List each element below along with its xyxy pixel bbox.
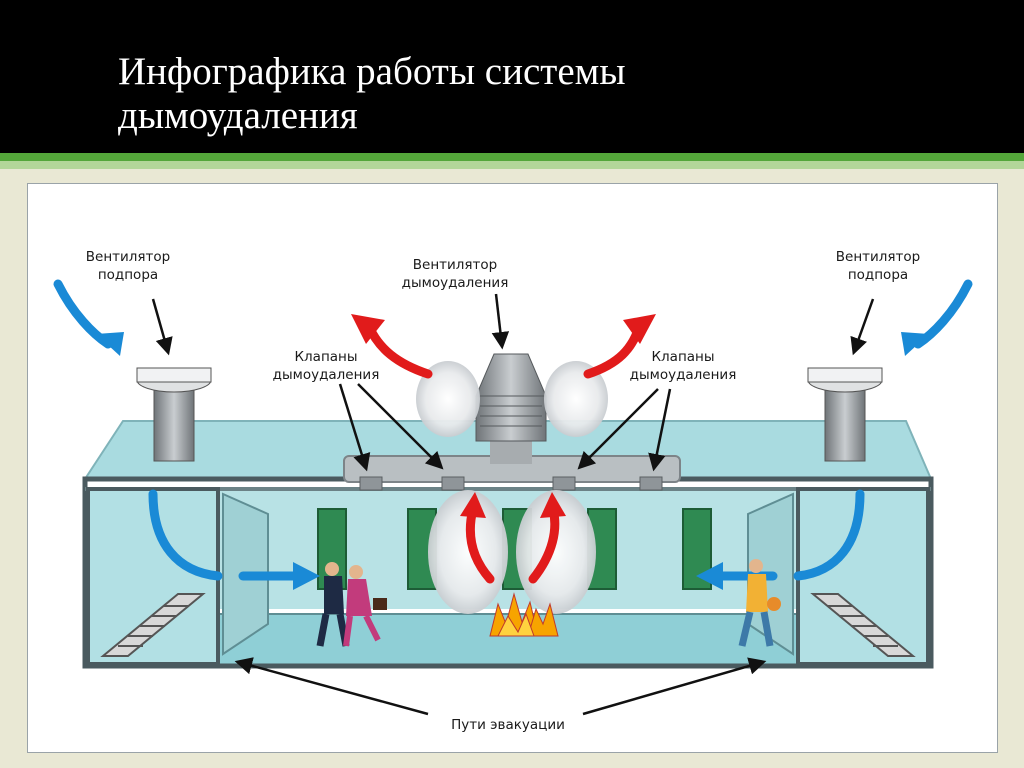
- smoke-valve-3: [552, 476, 576, 491]
- exhaust-fan: [475, 353, 547, 464]
- stairs-left: [100, 593, 206, 657]
- fire: [489, 592, 559, 637]
- accent-band: [0, 153, 1024, 161]
- corridor-doors: [317, 508, 712, 590]
- red-arrowheads: [351, 314, 656, 518]
- label-evacuation: Пути эвакуации: [451, 717, 565, 733]
- smoke-clouds: [416, 361, 608, 614]
- label-valves-right: Клапаны дымоудаления: [629, 349, 737, 383]
- label-valves-left: Клапаны дымоудаления: [272, 349, 380, 383]
- pointer-arrows: [151, 293, 875, 716]
- label-exhaust-fan: Вентилятор дымоудаления: [401, 257, 509, 291]
- infographic-figure: Вентилятор подпора Вентилятор подпора Ве…: [27, 183, 998, 753]
- supply-fan-right: [807, 367, 883, 462]
- supply-fan-left: [136, 367, 212, 462]
- person-evacuating-right: [738, 559, 781, 647]
- slide-header: [0, 0, 1024, 153]
- smoke-valve-4: [639, 476, 663, 491]
- slide-title: Инфографика работы системы дымоудаления: [118, 50, 626, 137]
- label-supply-fan-left: Вентилятор подпора: [85, 249, 171, 283]
- stairs-right: [810, 593, 916, 657]
- stairwell-right: [796, 487, 930, 666]
- smoke-valve-1: [359, 476, 383, 491]
- smoke-removal-diagram: [53, 279, 973, 716]
- smoke-valve-2: [441, 476, 465, 491]
- label-supply-fan-right: Вентилятор подпора: [835, 249, 921, 283]
- people-evacuating-left: [316, 562, 387, 647]
- blue-arrowheads: [96, 332, 929, 590]
- accent-band-light: [0, 161, 1024, 169]
